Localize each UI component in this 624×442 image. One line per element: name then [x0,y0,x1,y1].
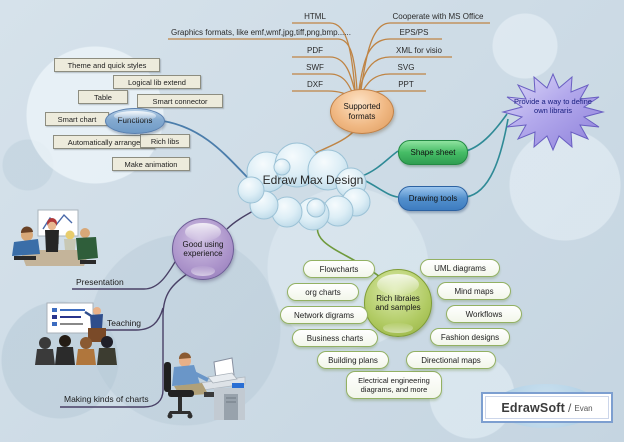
starburst-shape[interactable] [501,72,605,152]
library-item-uml-diagrams[interactable]: UML diagrams [420,259,500,277]
function-item-logical-lib[interactable]: Logical lib extend [113,75,201,89]
presentation-illustration[interactable] [12,209,98,266]
library-item-org-charts[interactable]: org charts [287,283,359,301]
node-functions[interactable]: Functions [105,108,165,134]
logo-brand: EdrawSoft [501,400,566,415]
node-label: Supported formats [343,102,381,121]
format-label-pdf[interactable]: PDF [307,46,323,55]
function-item-rich-libs[interactable]: Rich libs [140,134,190,148]
connector-line [358,38,442,91]
connector-line [465,118,509,198]
node-label: Drawing tools [408,194,458,203]
connector-line [60,271,191,408]
function-item-table[interactable]: Table [78,90,128,104]
library-item-business-charts[interactable]: Business charts [292,329,378,347]
node-shape-sheet[interactable]: Shape sheet [398,140,468,165]
connector-line [292,22,356,91]
function-item-smart-connector[interactable]: Smart connector [137,94,223,108]
format-label-graphics[interactable]: Graphics formats, like emf,wmf,jpg,tiff,… [171,28,351,37]
format-label-html[interactable]: HTML [304,12,326,21]
connector-line [168,38,358,91]
node-label: Functions [117,116,153,126]
node-supported-formats[interactable]: Supported formats [330,89,394,134]
format-label-ms-office[interactable]: Cooperate with MS Office [392,12,484,21]
computer-work-illustration[interactable] [164,352,246,420]
function-item-auto-arrange[interactable]: Automatically arrange [53,135,155,149]
format-label-swf[interactable]: SWF [306,63,324,72]
node-own-libraries-label: Provide a way to define own libraris [514,97,592,116]
library-item-electrical[interactable]: Electrical engineering diagrams, and mor… [346,371,442,399]
node-good-using-experience[interactable]: Good using experience [172,218,234,280]
format-label-xml-visio[interactable]: XML for visio [396,46,442,55]
logo-author: Evan [574,404,593,413]
format-label-epsps[interactable]: EPS/PS [399,28,429,37]
library-item-directional-maps[interactable]: Directional maps [406,351,496,369]
library-item-flowcharts[interactable]: Flowcharts [303,260,375,278]
connector-line [361,150,399,177]
format-label-ppt[interactable]: PPT [398,80,414,89]
node-label: Shape sheet [410,148,456,157]
cloud-shape[interactable] [237,142,371,231]
node-label: Rich libraies and samples [375,293,421,312]
connector-line [358,56,452,93]
format-label-dxf[interactable]: DXF [307,80,323,89]
function-item-smart-chart[interactable]: Smart chart [45,112,109,126]
library-item-mind-maps[interactable]: Mind maps [437,282,511,300]
library-item-fashion-designs[interactable]: Fashion designs [430,328,510,346]
library-item-workflows[interactable]: Workflows [446,305,522,323]
connector-line [292,56,356,93]
experience-item-presentation[interactable]: Presentation [76,277,124,287]
logo-separator: / [568,400,572,415]
experience-item-making-charts[interactable]: Making kinds of charts [64,394,149,404]
node-drawing-tools[interactable]: Drawing tools [398,186,468,211]
experience-item-teaching[interactable]: Teaching [107,318,142,328]
connector-line [465,113,508,152]
function-item-theme[interactable]: Theme and quick styles [54,58,160,72]
library-item-building-plans[interactable]: Building plans [317,351,389,369]
function-item-make-animation[interactable]: Make animation [112,157,190,171]
branch-formats-lines [168,22,490,157]
edrawsoft-logo[interactable]: EdrawSoft / Evan [481,392,613,423]
node-rich-libraries[interactable]: Rich libraies and samples [364,269,432,337]
node-label: Good using experience [182,239,224,258]
format-label-svg[interactable]: SVG [397,63,415,72]
library-item-network-diagrams[interactable]: Network digrams [280,306,368,324]
teaching-illustration[interactable] [35,302,117,365]
branch-functions-line [162,120,251,181]
connector-line [105,307,164,331]
node-edraw-max-design[interactable]: Edraw Max Design [262,173,364,187]
